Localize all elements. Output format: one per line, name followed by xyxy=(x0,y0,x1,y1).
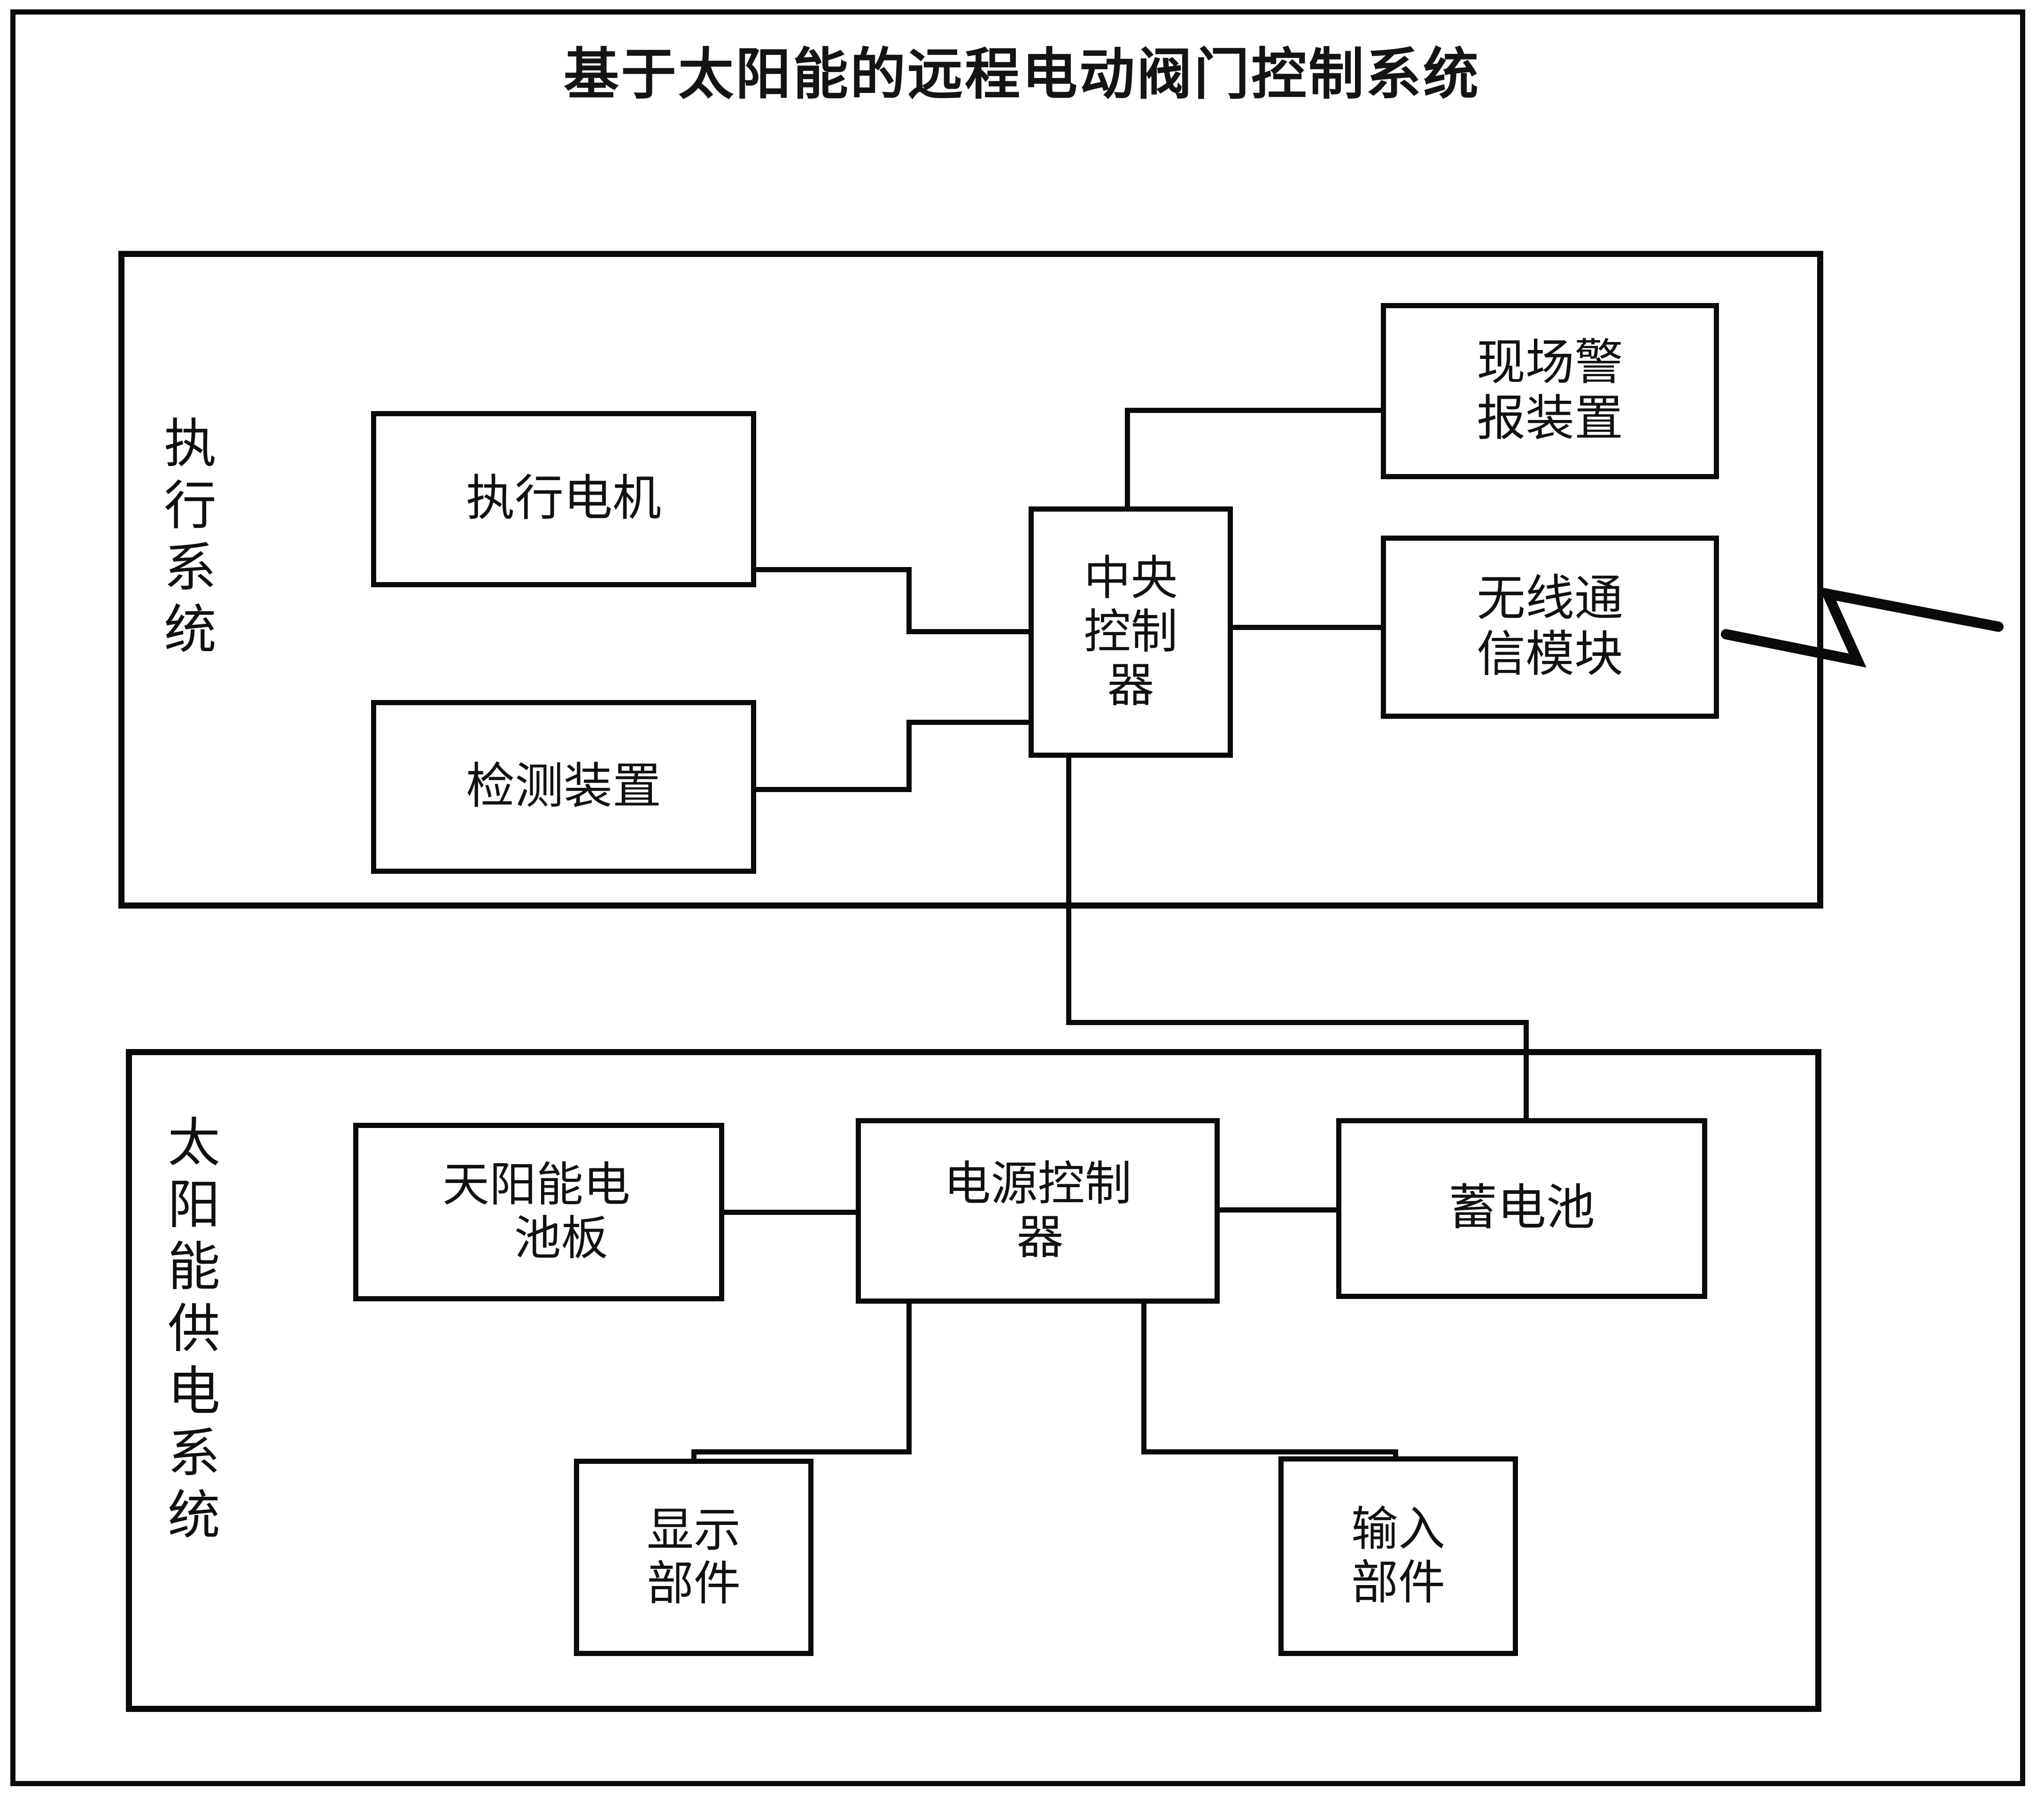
wire-motor-to-bus-h xyxy=(752,567,912,572)
subsystem-label-solar-power-system: 太 阳 能 供 电 系 统 xyxy=(163,1112,225,1547)
node-label: 输入 xyxy=(1351,1503,1445,1555)
node-label: 信模块 xyxy=(1476,628,1623,682)
wire-controller-to-alarm-v xyxy=(1125,408,1130,511)
node-label: 器 xyxy=(1016,1211,1064,1264)
wire-detector-step-v xyxy=(906,720,912,792)
wire-power-controller-display-v1 xyxy=(906,1299,912,1454)
node-label: 显示 xyxy=(647,1504,741,1556)
wire-bus-to-controller-lower xyxy=(906,720,1033,725)
wire-controller-to-power-v1 xyxy=(1066,753,1071,1025)
subsystem-label-char: 系 xyxy=(168,1424,220,1483)
wire-power-controller-display-h xyxy=(691,1449,912,1454)
subsystem-solar-power-system xyxy=(126,1049,1821,1712)
wire-controller-to-battery-v2 xyxy=(1524,1020,1529,1122)
node-label: 池板 xyxy=(514,1213,608,1265)
node-label: 执行电机 xyxy=(465,472,661,526)
subsystem-label-char: 阳 xyxy=(168,1176,220,1235)
subsystem-label-char: 统 xyxy=(164,601,217,660)
node-actuator-motor[interactable]: 执行电机 xyxy=(371,411,756,587)
wire-power-controller-to-battery xyxy=(1216,1207,1341,1213)
node-label: 控制 xyxy=(1084,606,1178,658)
node-power-controller[interactable]: 电源控制 器 xyxy=(856,1118,1220,1304)
node-label: 天阳能电 xyxy=(442,1159,630,1211)
wire-power-controller-input-h xyxy=(1141,1449,1398,1454)
subsystem-label-char: 太 xyxy=(168,1114,220,1173)
wire-controller-to-power-h xyxy=(1066,1020,1529,1025)
subsystem-label-char: 系 xyxy=(164,539,217,598)
node-label: 器 xyxy=(1107,659,1154,712)
node-label: 报装置 xyxy=(1476,391,1623,446)
node-label: 现场警 xyxy=(1476,335,1623,390)
node-detection-device[interactable]: 检测装置 xyxy=(371,700,756,874)
node-storage-battery[interactable]: 蓄电池 xyxy=(1336,1118,1707,1299)
wire-power-controller-input-v1 xyxy=(1141,1299,1146,1454)
wire-power-controller-display-v2 xyxy=(691,1449,697,1462)
subsystem-label-char: 供 xyxy=(168,1300,220,1359)
subsystem-label-execution-system: 执 行 系 统 xyxy=(160,413,221,662)
node-label: 无线通 xyxy=(1476,572,1623,626)
wire-controller-to-wireless xyxy=(1228,625,1386,630)
subsystem-label-char: 执 xyxy=(164,415,217,474)
wire-power-controller-input-v2 xyxy=(1393,1449,1398,1462)
wire-motor-step-v xyxy=(906,567,912,634)
wire-solar-to-power-controller xyxy=(720,1210,861,1215)
wire-detector-to-bus-h xyxy=(752,787,912,792)
node-wireless-communication-module[interactable]: 无线通 信模块 xyxy=(1381,536,1719,719)
node-solar-panel[interactable]: 天阳能电 池板 xyxy=(353,1123,724,1301)
subsystem-label-char: 电 xyxy=(168,1362,220,1421)
subsystem-label-char: 能 xyxy=(168,1238,220,1297)
diagram-outer-frame xyxy=(10,9,2025,1786)
wire-controller-to-alarm-h xyxy=(1125,408,1386,413)
subsystem-label-char: 统 xyxy=(168,1486,220,1545)
node-label: 检测装置 xyxy=(465,759,661,814)
node-label: 电源控制 xyxy=(944,1158,1132,1210)
node-onsite-alarm-device[interactable]: 现场警 报装置 xyxy=(1381,303,1719,479)
node-central-controller[interactable]: 中央 控制 器 xyxy=(1029,506,1233,758)
node-label: 蓄电池 xyxy=(1448,1181,1595,1236)
node-label: 部件 xyxy=(647,1558,741,1610)
wire-bus-to-controller-upper xyxy=(906,629,1033,634)
node-display-component[interactable]: 显示 部件 xyxy=(574,1459,813,1656)
subsystem-execution-system xyxy=(118,251,1823,909)
node-input-component[interactable]: 输入 部件 xyxy=(1278,1456,1518,1656)
page-title: 基于太阳能的远程电动阀门控制系统 xyxy=(563,44,1480,106)
subsystem-label-char: 行 xyxy=(164,477,217,536)
node-label: 部件 xyxy=(1351,1556,1445,1609)
node-label: 中央 xyxy=(1084,552,1178,605)
